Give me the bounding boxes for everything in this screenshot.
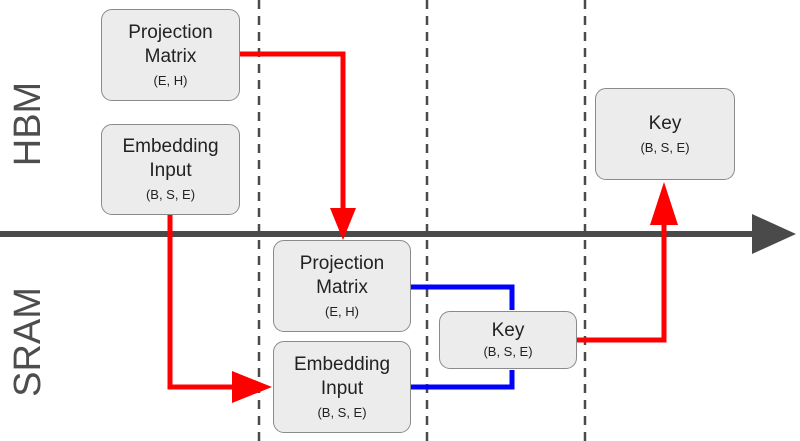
memory-boundary-arrowhead (752, 214, 796, 254)
load-projection-arrowhead (330, 208, 356, 240)
hbm-projection-matrix-shape: (E, H) (153, 72, 188, 88)
hbm-embedding-input-box: Embedding Input (B, S, E) (101, 124, 240, 215)
hbm-key-shape: (B, S, E) (640, 139, 690, 155)
sram-key-box: Key (B, S, E) (439, 311, 577, 369)
sram-projection-matrix-title: Projection Matrix (299, 252, 385, 298)
hbm-key-box: Key (B, S, E) (595, 88, 735, 180)
embedding-to-key-line (411, 370, 515, 390)
load-embedding-arrowhead (232, 371, 272, 403)
hbm-projection-matrix-box: Projection Matrix (E, H) (101, 9, 240, 101)
sram-key-title: Key (491, 320, 525, 341)
store-key-arrowhead (650, 182, 678, 225)
projection-to-key-line (411, 284, 515, 310)
hbm-embedding-input-title: Embedding Input (122, 136, 219, 181)
sram-key-shape: (B, S, E) (483, 344, 533, 359)
sram-region-label: SRAM (7, 287, 49, 397)
sram-embedding-input-shape: (B, S, E) (317, 404, 367, 420)
hbm-embedding-input-shape: (B, S, E) (145, 187, 196, 202)
hbm-key-title: Key (648, 112, 682, 134)
sram-projection-matrix-shape: (E, H) (325, 303, 359, 319)
load-projection-arrow (240, 51, 346, 215)
sram-projection-matrix-box: Projection Matrix (E, H) (273, 240, 411, 332)
sram-embedding-input-title: Embedding Input (293, 353, 391, 399)
hbm-projection-matrix-title: Projection Matrix (128, 21, 213, 67)
load-embedding-arrow (167, 215, 240, 390)
sram-embedding-input-box: Embedding Input (B, S, E) (273, 341, 411, 433)
store-key-arrow (577, 218, 667, 343)
hbm-region-label: HBM (7, 81, 49, 167)
